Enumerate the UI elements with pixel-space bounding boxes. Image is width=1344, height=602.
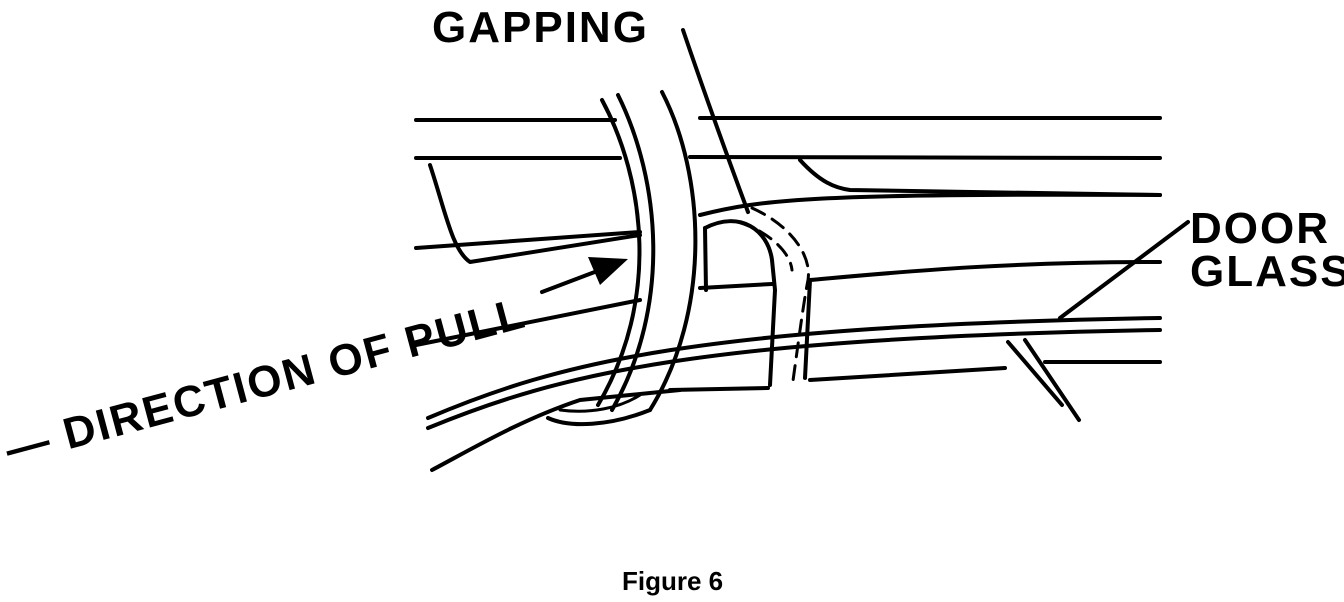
door-glass-label-line2: GLASS <box>1190 247 1344 296</box>
direction-of-pull-label: — DIRECTION OF PULL <box>0 288 531 474</box>
direction-arrow <box>540 257 628 294</box>
seal-clip-region <box>668 206 812 392</box>
figure-caption: Figure 6 <box>622 566 723 596</box>
break-symbol <box>1006 338 1081 422</box>
weatherstrip-band <box>546 90 698 427</box>
gapping-leader-line <box>681 28 750 214</box>
gapping-label: GAPPING <box>432 3 649 52</box>
door-glass-panel <box>426 260 1162 472</box>
door-frame-rails <box>414 116 1162 347</box>
door-glass-leader-line <box>1058 220 1190 320</box>
door-glass-label-line1: DOOR <box>1190 204 1330 253</box>
